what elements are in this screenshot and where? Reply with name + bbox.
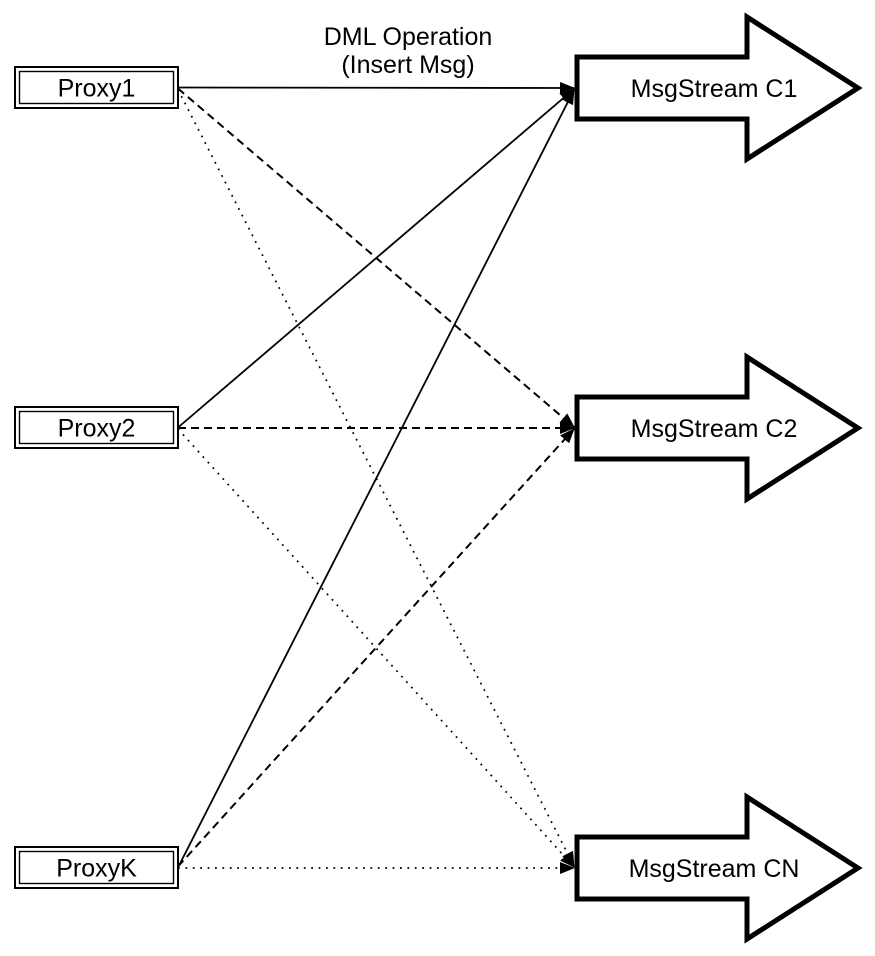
proxy2-box-inner-border xyxy=(18,410,175,445)
proxy1-box-inner-border xyxy=(18,70,175,105)
edge-proxy1-to-msgstream-c2 xyxy=(177,87,575,428)
msgstream-cn-arrow xyxy=(574,792,863,944)
proxyk-box-inner-border xyxy=(18,850,175,885)
edge-proxy1-to-msgstream-cn xyxy=(177,89,575,867)
msgstream-cn-label: MsgStream CN xyxy=(629,855,800,883)
msgstream-c2-label: MsgStream C2 xyxy=(631,415,798,443)
proxy1-node: Proxy1 xyxy=(14,66,179,109)
proxyk-label: ProxyK xyxy=(56,855,137,883)
proxy2-node: Proxy2 xyxy=(14,406,179,449)
edges-dashed-to-c2 xyxy=(177,87,575,868)
msgstream-c1-label: MsgStream C1 xyxy=(631,75,798,103)
proxyk-node: ProxyK xyxy=(14,846,179,889)
msgstream-c2-arrow xyxy=(574,352,863,504)
dml-operation-caption-line1: DML Operation xyxy=(324,23,493,51)
edge-proxy1-to-msgstream-c1 xyxy=(177,81,575,94)
proxyk-box xyxy=(14,846,179,889)
msgstream-c1-node: MsgStream C1 xyxy=(574,12,863,164)
edge-proxyk-to-msgstream-c2 xyxy=(177,428,575,868)
msgstream-c2-node: MsgStream C2 xyxy=(574,352,863,504)
proxy1-box xyxy=(14,66,179,109)
msgstream-c1-arrow xyxy=(574,12,863,164)
proxy2-label: Proxy2 xyxy=(58,415,136,443)
msgstream-cn-node: MsgStream CN xyxy=(574,792,863,944)
proxy2-box xyxy=(14,406,179,449)
dml-operation-caption-line2: (Insert Msg) xyxy=(341,51,474,79)
edges-dotted-to-cn xyxy=(177,89,575,874)
proxy1-label: Proxy1 xyxy=(58,75,136,103)
